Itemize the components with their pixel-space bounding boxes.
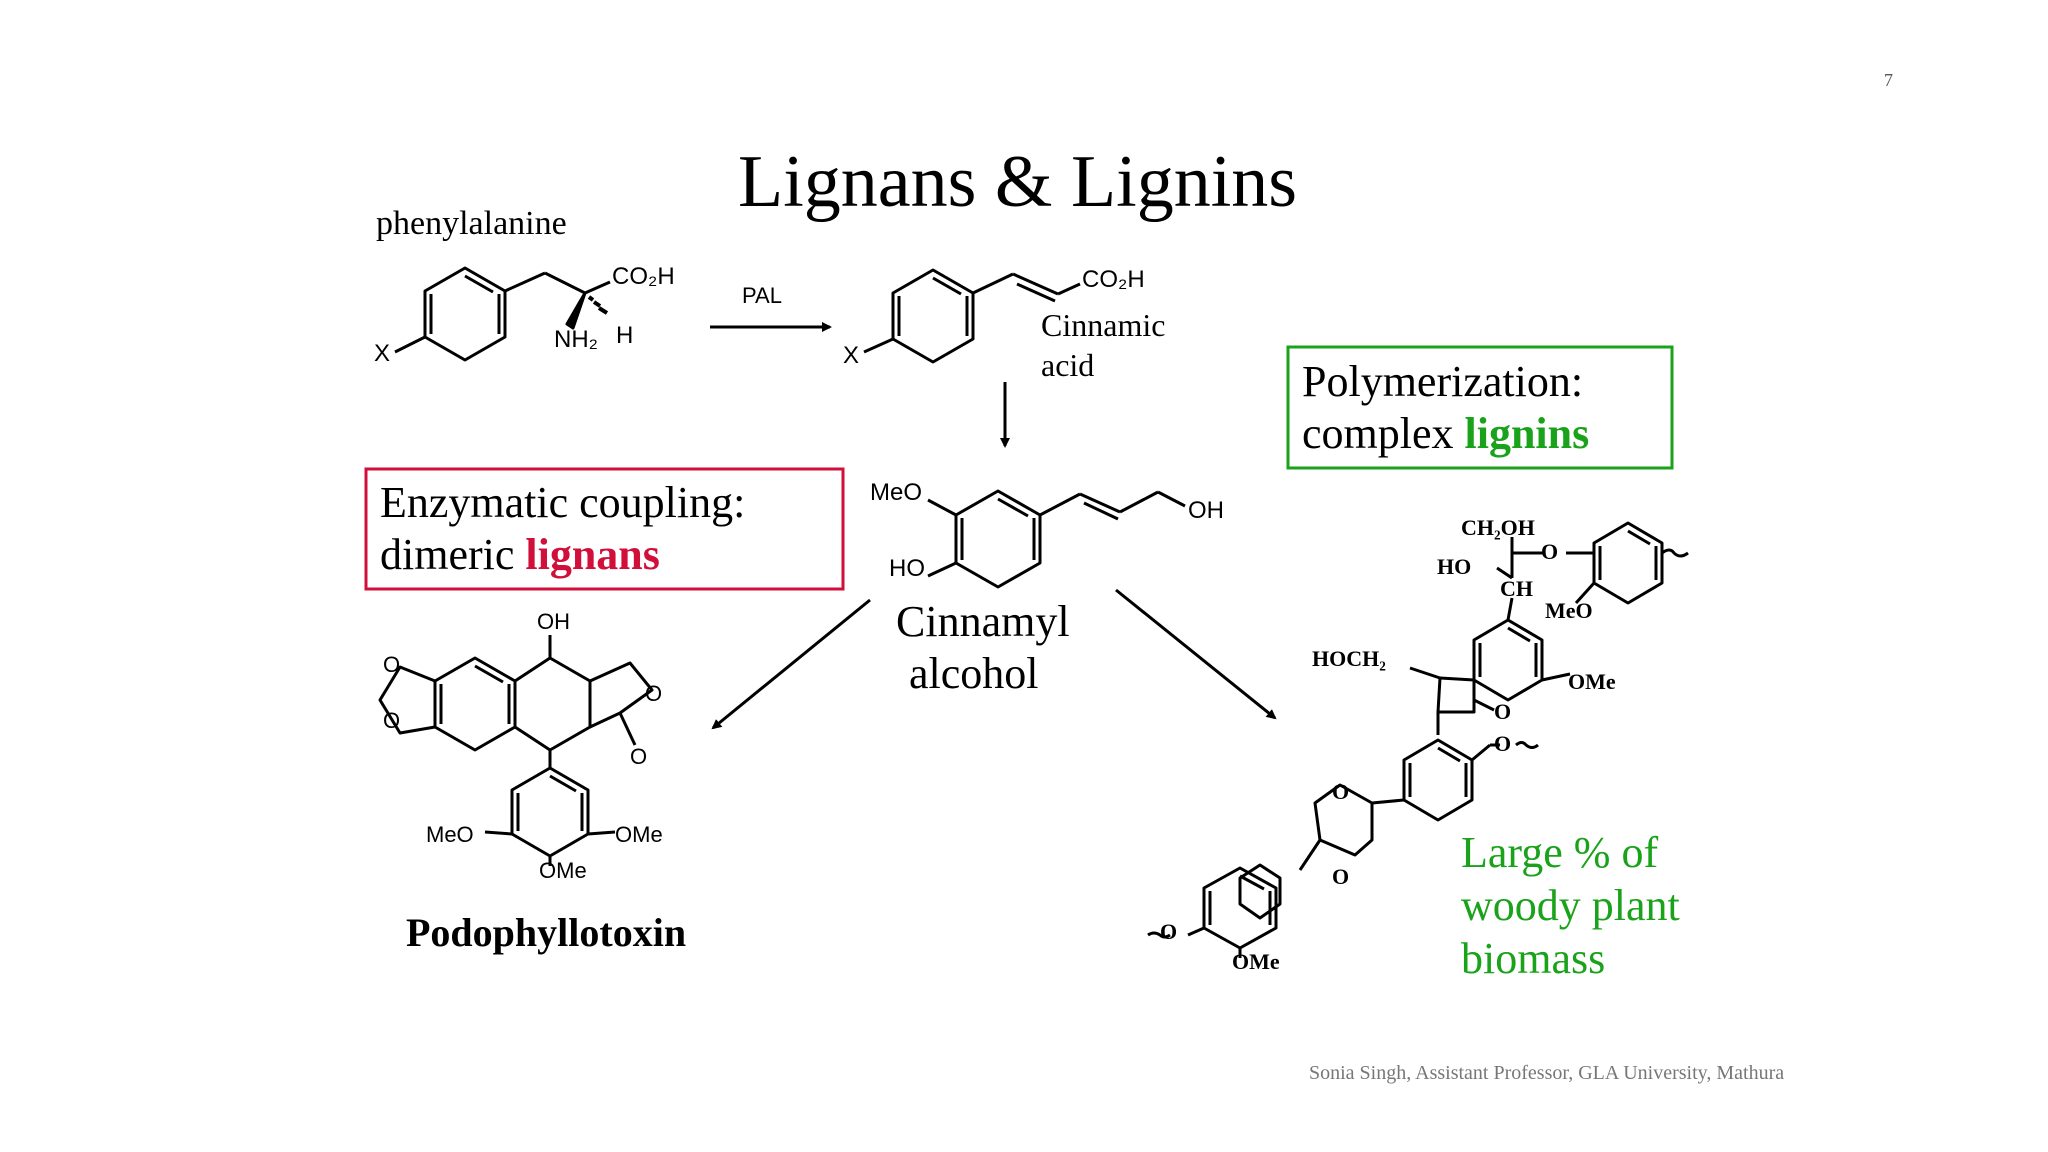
cinnamyl-oh: OH — [1188, 497, 1224, 524]
footer-credit: Sonia Singh, Assistant Professor, GLA Un… — [1309, 1062, 1785, 1084]
lig-ch2oh: CH₂OH — [1461, 515, 1535, 540]
cinnamyl-label-2: alcohol — [909, 649, 1039, 698]
phe-co2h: CO₂H — [612, 263, 675, 290]
cin-x: X — [843, 342, 860, 369]
page-number: 7 — [1884, 70, 1893, 90]
cinnamyl-alcohol-structure — [927, 489, 1186, 589]
slide-title: Lignans & Lignins — [738, 141, 1298, 223]
cinnamyl-ho: HO — [889, 555, 925, 582]
lignans-box-prefix: dimeric — [380, 530, 526, 579]
lignins-box-line2: complex lignins — [1302, 408, 1589, 459]
cinnamic-acid-structure — [863, 268, 1081, 364]
podo-ome1: OMe — [615, 822, 663, 847]
lig-meo: MeO — [1545, 598, 1593, 623]
cin-co2h: CO₂H — [1082, 266, 1145, 293]
lig-o4: O — [1332, 779, 1350, 804]
biomass-line3: biomass — [1461, 934, 1606, 983]
podo-meo: MeO — [426, 822, 474, 847]
phe-h: H — [616, 322, 634, 349]
biomass-line2: woody plant — [1461, 881, 1680, 930]
podophyllotoxin-structure — [378, 635, 654, 866]
lignin-polymer-structure — [1147, 521, 1689, 958]
lig-o3: O — [1494, 731, 1512, 756]
phenylalanine-label: phenylalanine — [376, 205, 567, 242]
lig-o6: O — [1160, 919, 1178, 944]
pal-label: PAL — [742, 283, 782, 308]
podo-o4: O — [630, 744, 648, 769]
phe-x: X — [374, 340, 391, 367]
cinnamyl-meo: MeO — [870, 479, 923, 506]
lignans-box-line1: Enzymatic coupling: — [380, 478, 746, 527]
podophyllotoxin-label: Podophyllotoxin — [406, 910, 687, 955]
podo-o1: O — [383, 652, 401, 677]
phenylalanine-structure — [394, 266, 611, 362]
lig-o2: O — [1494, 699, 1512, 724]
cinnamic-acid-label-1: Cinnamic — [1041, 307, 1166, 343]
lig-o1: O — [1541, 539, 1559, 564]
lignans-highlight: lignans — [525, 530, 660, 579]
lig-ome2: OMe — [1232, 949, 1280, 974]
lig-ch: CH — [1500, 576, 1533, 601]
phe-nh2: NH₂ — [554, 326, 598, 353]
lig-o5: O — [1332, 864, 1350, 889]
podo-ome2: OMe — [539, 858, 587, 883]
cinnamic-acid-label-2: acid — [1041, 347, 1095, 383]
lignins-box-line1: Polymerization: — [1302, 357, 1584, 406]
lignins-box-prefix: complex — [1302, 409, 1465, 458]
lig-hoch2: HOCH₂ — [1312, 646, 1386, 671]
lignans-box-line2: dimeric lignans — [380, 529, 660, 580]
lignins-highlight: lignins — [1464, 409, 1590, 458]
lignins-box — [1286, 345, 1674, 470]
podo-oh: OH — [537, 609, 570, 634]
lignans-box — [364, 467, 845, 591]
lignan-arrow — [711, 598, 871, 730]
lignin-arrow — [1115, 588, 1277, 720]
lig-ho: HO — [1437, 554, 1472, 579]
lig-ome1: OMe — [1568, 669, 1616, 694]
podo-o2: O — [383, 708, 401, 733]
cinnamyl-label-1: Cinnamyl — [896, 597, 1070, 646]
biomass-line1: Large % of — [1461, 828, 1659, 877]
podo-o3: O — [645, 681, 663, 706]
